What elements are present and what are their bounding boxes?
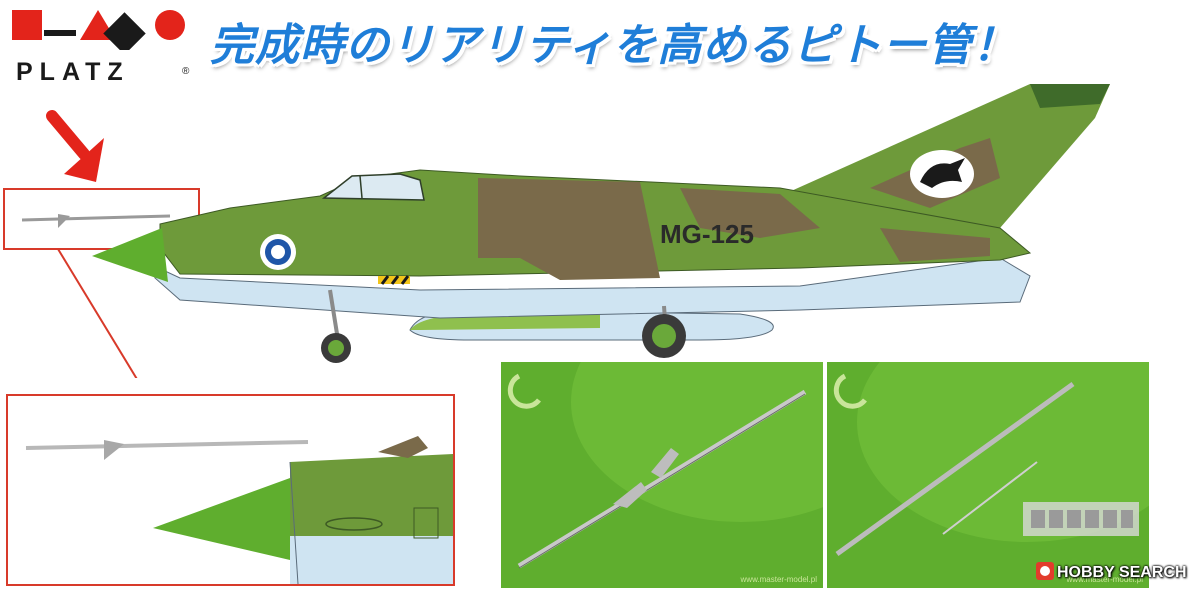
red-arrow-icon [46,110,104,182]
product-photo-right: www.master-model.pl [827,362,1149,588]
registered-mark: ® [182,66,190,77]
headline: 完成時のリアリティを高めるピトー管！ [210,20,1018,71]
brand-name: PLATZ [16,58,130,86]
zoom-illustration [8,396,453,584]
hobby-search-label: HOBBY SEARCH [1057,564,1187,581]
hazard-stripes [378,275,410,285]
platz-logo-shapes [12,10,185,50]
pitot-photo-left [501,362,823,588]
photo-watermark: www.master-model.pl [740,575,817,584]
hobby-search-watermark: HOBBY SEARCH [1036,562,1187,584]
aircraft-illustration: MG-125 [3,84,1110,378]
platz-logo: PLATZ ® [10,8,190,86]
photo-watermark-right: www.master-model.pl [1066,575,1143,584]
product-photo-left: www.master-model.pl [501,362,823,588]
pitot-photo-right [827,362,1149,588]
aircraft-serial: MG-125 [660,219,754,249]
pitot-zoom-inset [6,394,455,586]
hobby-search-icon [1036,562,1054,580]
